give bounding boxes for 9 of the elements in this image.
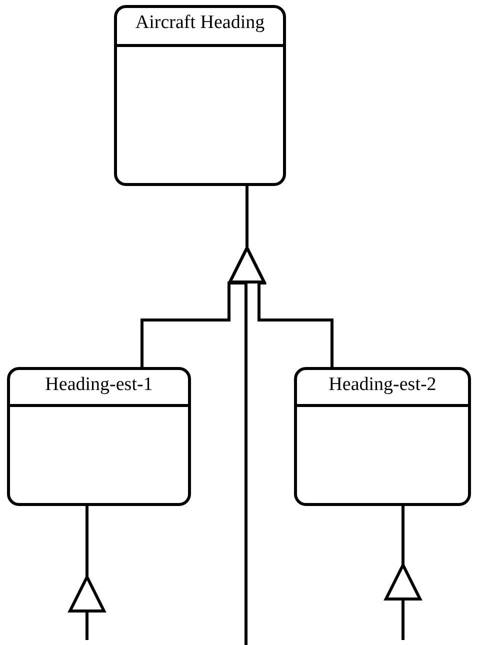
class-box xyxy=(114,5,286,186)
generalization-arrow xyxy=(68,506,106,640)
class-name: Heading-est-2 xyxy=(328,373,436,397)
generalization-arrow xyxy=(384,506,422,640)
class-name: Heading-est-1 xyxy=(45,373,153,397)
class-box xyxy=(7,367,191,506)
generalization-arrow xyxy=(228,186,334,367)
class-name: Aircraft Heading xyxy=(135,11,265,35)
class-box xyxy=(294,367,471,506)
